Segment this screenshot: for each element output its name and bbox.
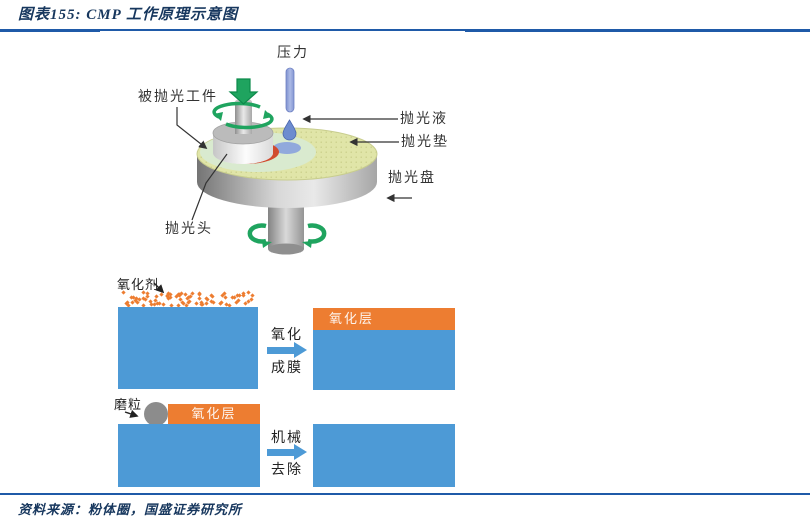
slurry-puddle [273, 142, 301, 154]
abrasive-particle [144, 402, 168, 426]
figure-title: 图表155: CMP 工作原理示意图 [18, 7, 238, 23]
platen-label: 抛光盘 [388, 171, 436, 186]
leader-lines [176, 107, 412, 221]
substrate-block-step1-left [118, 307, 258, 389]
head-label: 抛光头 [165, 222, 213, 237]
substrate-block-step1-right: 氧化层 [313, 308, 455, 390]
flow2-text-bottom: 去除 [271, 463, 303, 478]
flow1-text-bottom: 成膜 [271, 361, 303, 376]
flow1-text-top: 氧化 [271, 328, 303, 343]
figure-source: 资料来源：粉体圈，国盛证券研究所 [18, 502, 243, 517]
oxidizer-particles [118, 290, 258, 308]
pressure-label: 压力 [277, 46, 309, 61]
oxidizer-label: 氧化剂 [117, 277, 160, 292]
platen-pedestal [268, 203, 304, 255]
platen-rotation-arrow-icon [247, 223, 327, 248]
cmp-schematic-drawing [176, 67, 412, 255]
slurry-droplet-icon [282, 119, 297, 141]
figure-area: 压力 被抛光工件 抛光液 抛光垫 抛光盘 抛光头 氧化剂 氧化 成膜 氧化层 磨… [100, 31, 465, 490]
substrate-block-step2-right [313, 424, 455, 487]
title-divider-line [0, 29, 810, 32]
abrasive-label: 磨粒 [114, 397, 143, 412]
oxide-layer-strip-step1: 氧化层 [313, 308, 455, 330]
head-rotation-arrow-icon [212, 101, 274, 130]
flow2-text-top: 机械 [271, 431, 303, 446]
down-force-arrow-icon [228, 78, 259, 105]
pad-label: 抛光垫 [401, 135, 449, 150]
workpiece-label: 被抛光工件 [138, 90, 218, 105]
abrasive-pointer-arrow-icon [124, 409, 139, 418]
oxidizer-pointer-arrow-icon [153, 282, 165, 294]
flow-arrow-step1-icon [267, 342, 307, 358]
source-divider-line [0, 493, 810, 495]
flow-arrow-step2-icon [267, 444, 307, 460]
slurry-label: 抛光液 [400, 112, 448, 127]
substrate-block-step2-left [118, 424, 260, 487]
oxide-layer-strip-step2: 氧化层 [168, 404, 260, 424]
pressure-nozzle [285, 67, 295, 113]
